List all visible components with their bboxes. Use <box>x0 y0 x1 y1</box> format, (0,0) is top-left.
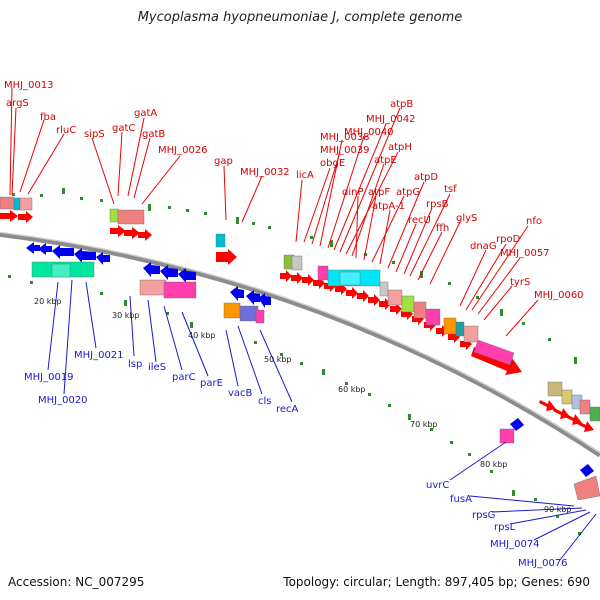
gene-label-rpsB[interactable]: rpsB <box>426 199 449 210</box>
gene-label-rpsG[interactable]: rpsG <box>472 510 495 521</box>
gene-label-gatC[interactable]: gatC <box>112 123 135 134</box>
scale-label-90kbp: 90 kbp <box>544 505 572 514</box>
gene-label-atpA-1[interactable]: atpA-1 <box>372 201 405 212</box>
gene-label-MHJ_0013[interactable]: MHJ_0013 <box>4 80 54 91</box>
gene-label-fusA[interactable]: fusA <box>450 494 472 505</box>
topology-text: Topology: circular; Length: 897,405 bp; … <box>283 575 590 589</box>
gene-label-atpB[interactable]: atpB <box>390 99 413 110</box>
gene-label-gatB[interactable]: gatB <box>142 129 165 140</box>
gene-label-MHJ_0042[interactable]: MHJ_0042 <box>366 114 416 125</box>
genome-backbone-highlight <box>0 231 600 454</box>
gene-label-MHJ_0020[interactable]: MHJ_0020 <box>38 395 88 406</box>
feature-blocks <box>0 196 600 501</box>
gene-label-parE[interactable]: parE <box>200 378 223 389</box>
gene-label-atpF[interactable]: atpF <box>368 187 390 198</box>
gene-label-MHJ_0026[interactable]: MHJ_0026 <box>158 145 208 156</box>
scale-label-30kbp: 30 kbp <box>112 311 140 320</box>
gene-label-dinP[interactable]: dinP <box>342 187 364 198</box>
accession-text: Accession: NC_007295 <box>8 575 145 589</box>
forward-label-group: MHJ_0013 argS fba rluC sipS gatC gatA ga… <box>4 80 584 301</box>
gene-label-uvrC[interactable]: uvrC <box>426 480 449 491</box>
gene-label-recA[interactable]: recA <box>276 404 299 415</box>
gene-label-ileS[interactable]: ileS <box>148 362 166 373</box>
gene-label-fba[interactable]: fba <box>40 112 56 123</box>
gene-label-rpsL[interactable]: rpsL <box>494 522 516 533</box>
scale-label-80kbp: 80 kbp <box>480 460 508 469</box>
gene-label-nfo[interactable]: nfo <box>526 216 542 227</box>
gene-label-argS[interactable]: argS <box>6 98 29 109</box>
reverse-gene-arrows <box>26 242 594 477</box>
gene-label-atpE[interactable]: atpE <box>374 155 397 166</box>
scale-label-40kbp: 40 kbp <box>188 331 216 340</box>
gene-label-sipS[interactable]: sipS <box>84 129 105 140</box>
gene-label-ffh[interactable]: ffh <box>436 223 449 234</box>
scale-label-group: 20 kbp 30 kbp 40 kbp 50 kbp 60 kbp 70 kb… <box>34 297 572 514</box>
gene-label-MHJ_0038[interactable]: MHJ_0038 <box>320 132 370 143</box>
gene-label-rluC[interactable]: rluC <box>56 125 76 136</box>
forward-leader-lines <box>9 87 539 337</box>
gene-label-MHJ_0040[interactable]: MHJ_0040 <box>344 127 394 138</box>
scale-label-60kbp: 60 kbp <box>338 385 366 394</box>
gene-label-rpoD[interactable]: rpoD <box>496 234 521 245</box>
gene-label-glyS[interactable]: glyS <box>456 213 477 224</box>
scale-label-70kbp: 70 kbp <box>410 420 438 429</box>
reverse-label-group: MHJ_0019 MHJ_0020 MHJ_0021 lsp ileS parC… <box>24 350 568 569</box>
map-title: Mycoplasma hyopneumoniae J, complete gen… <box>137 10 463 25</box>
scale-label-50kbp: 50 kbp <box>264 355 292 364</box>
gene-label-lsp[interactable]: lsp <box>128 359 142 370</box>
reverse-leader-lines <box>47 279 597 561</box>
gene-label-MHJ_0057[interactable]: MHJ_0057 <box>500 248 550 259</box>
gene-label-vacB[interactable]: vacB <box>228 388 253 399</box>
gene-label-atpH[interactable]: atpH <box>388 142 412 153</box>
gene-label-MHJ_0019[interactable]: MHJ_0019 <box>24 372 74 383</box>
inner-tick-track <box>8 275 581 535</box>
gene-label-tyrS[interactable]: tyrS <box>510 277 530 288</box>
genome-backbone <box>0 231 600 458</box>
gene-label-parC[interactable]: parC <box>172 372 196 383</box>
gene-label-MHJ_0039[interactable]: MHJ_0039 <box>320 145 370 156</box>
gene-label-tsf[interactable]: tsf <box>444 184 457 195</box>
gene-label-MHJ_0076[interactable]: MHJ_0076 <box>518 558 568 569</box>
gene-label-recU[interactable]: recU <box>408 215 431 226</box>
gene-label-MHJ_0060[interactable]: MHJ_0060 <box>534 290 584 301</box>
gene-label-atpG[interactable]: atpG <box>396 187 420 198</box>
scale-label-20kbp: 20 kbp <box>34 297 62 306</box>
gene-label-atpD[interactable]: atpD <box>414 172 438 183</box>
gene-label-cls[interactable]: cls <box>258 396 272 407</box>
gene-label-MHJ_0032[interactable]: MHJ_0032 <box>240 167 290 178</box>
gene-label-obgE[interactable]: obgE <box>320 158 345 169</box>
gene-label-MHJ_0074[interactable]: MHJ_0074 <box>490 539 540 550</box>
gene-label-licA[interactable]: licA <box>296 170 314 181</box>
gene-label-dnaG[interactable]: dnaG <box>470 241 497 252</box>
gene-label-gap[interactable]: gap <box>214 156 233 167</box>
gene-label-MHJ_0021[interactable]: MHJ_0021 <box>74 350 124 361</box>
gene-label-gatA[interactable]: gatA <box>134 108 157 119</box>
